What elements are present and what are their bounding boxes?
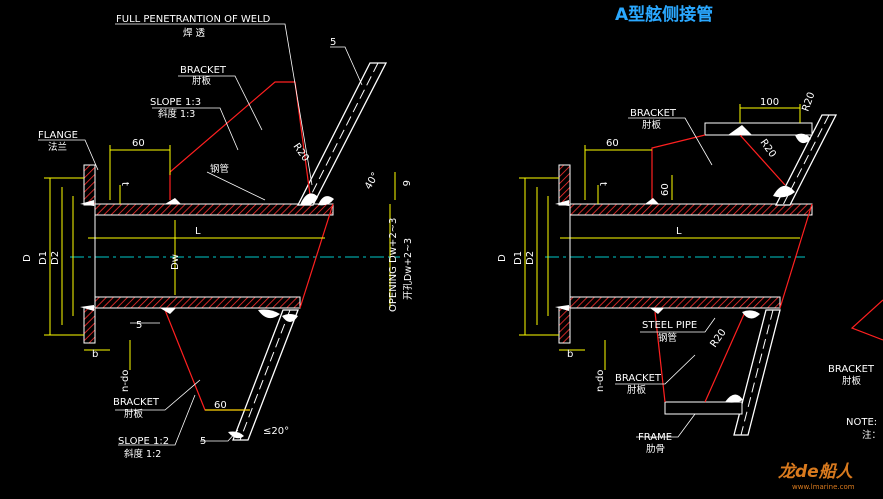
bracket-top-label-cn: 肘板: [192, 75, 212, 87]
dim-D1-left: D1: [38, 251, 49, 265]
bracket-top-label-cn-right: 肘板: [642, 119, 662, 131]
dim-ndo-left: n-do: [120, 370, 131, 392]
dim-t-right: t: [597, 182, 608, 186]
drawing-title: A型舷侧接管: [615, 4, 713, 25]
dim-D1-right: D1: [513, 251, 524, 265]
edge-partial: BRACKET 肘板 NOTE: 注：: [828, 299, 883, 441]
pipe-wall-top: [94, 203, 334, 216]
weld-label-en: FULL PENETRANTION OF WELD: [116, 14, 271, 25]
edge-note-label: NOTE:: [846, 417, 877, 428]
leader-lines: [38, 23, 363, 446]
flange-top-right: [558, 164, 571, 206]
dim-20deg: ≤20°: [263, 426, 289, 437]
steel-pipe-label-cn: 钢管: [658, 332, 677, 344]
leader-lines-right: [615, 117, 716, 438]
dim-r20-c: R20: [708, 327, 728, 349]
dimension-lines-right: [519, 104, 801, 370]
flange-bottom: [83, 306, 96, 344]
dim-60-bottom: 60: [214, 400, 227, 411]
bracket-top-outline: [169, 81, 311, 200]
bracket-bottom-label-cn-right: 肘板: [627, 384, 647, 396]
pipe-label-cn: 钢管: [210, 163, 229, 175]
flange-label-en: FLANGE: [38, 130, 78, 141]
dim-t-left: t: [119, 182, 130, 186]
dim-D-right: D: [497, 254, 508, 262]
dim-100: 100: [760, 97, 779, 108]
left-detail: FULL PENETRANTION OF WELD 焊 透 BRACKET 肘板…: [22, 14, 414, 460]
frame-top: [704, 122, 813, 136]
weld-marks-right: [555, 125, 811, 403]
slope-top-label-cn: 斜度 1:3: [158, 108, 195, 120]
dim-Dw: Dw: [170, 254, 181, 270]
dim-60-v-right: 60: [660, 183, 671, 196]
dim-6: 6: [400, 180, 411, 186]
dim-ndo-right: n-do: [595, 370, 606, 392]
dim-5-bottom: 5: [136, 320, 142, 331]
bracket-bottom-label-cn: 肘板: [124, 408, 144, 420]
weld-marks: [80, 193, 334, 439]
flange-top: [83, 164, 96, 206]
dimension-lines: [44, 145, 396, 411]
flange-bottom-right: [558, 306, 571, 344]
pipe-wall-top-right: [569, 203, 813, 216]
slope-bottom-label-en: SLOPE 1:2: [118, 436, 169, 447]
watermark-logo: 龙de船人 www.lmarine.com: [778, 462, 855, 491]
dim-r20-b: R20: [758, 137, 778, 159]
frame-label-cn: 肋骨: [646, 443, 665, 455]
opening-label-cn: 开孔Dw+2~3: [403, 238, 414, 300]
right-detail: BRACKET 肘板 100 R20 R20 60 60 t L D D1 D2…: [497, 91, 838, 455]
frame-bottom: [664, 401, 743, 415]
logo-url: www.lmarine.com: [792, 483, 855, 491]
bracket-bottom-label-en: BRACKET: [113, 397, 160, 408]
dim-b-left: b: [92, 349, 98, 360]
bracket-top-label-en: BRACKET: [180, 65, 227, 76]
dim-D-left: D: [22, 254, 33, 262]
bracket-bottom-label-en-right: BRACKET: [615, 373, 662, 384]
slope-top-label-en: SLOPE 1:3: [150, 97, 201, 108]
dim-60-top: 60: [132, 138, 145, 149]
dim-5-top: 5: [330, 37, 336, 48]
pipe-wall-bottom: [94, 296, 301, 309]
logo-text: 龙de船人: [778, 462, 854, 482]
dim-D2-left: D2: [50, 251, 61, 265]
weld-label-cn: 焊 透: [183, 27, 206, 39]
bracket-top-label-en-right: BRACKET: [630, 108, 677, 119]
bracket-bottom-outline: [164, 309, 250, 411]
dim-D2-right: D2: [525, 251, 536, 265]
frame-label-en: FRAME: [638, 432, 672, 443]
edge-bracket-label-en: BRACKET: [828, 364, 875, 375]
opening-label-en: OPENING Dw+2~3: [388, 218, 399, 312]
dim-b-right: b: [567, 349, 573, 360]
dim-60-right: 60: [606, 138, 619, 149]
dim-L-right: L: [676, 226, 682, 237]
edge-note-cn: 注：: [862, 429, 881, 441]
slope-bottom-label-cn: 斜度 1:2: [124, 448, 161, 460]
edge-bracket-label-cn: 肘板: [842, 375, 862, 387]
dim-5-bot2: 5: [200, 436, 206, 447]
flange-label-cn: 法兰: [48, 141, 67, 153]
steel-pipe-label-en: STEEL PIPE: [642, 320, 697, 331]
dim-L-left: L: [195, 226, 201, 237]
pipe-wall-bottom-right: [569, 296, 781, 309]
dim-r20-a: R20: [800, 91, 817, 113]
dim-40deg: 40°: [363, 171, 381, 192]
